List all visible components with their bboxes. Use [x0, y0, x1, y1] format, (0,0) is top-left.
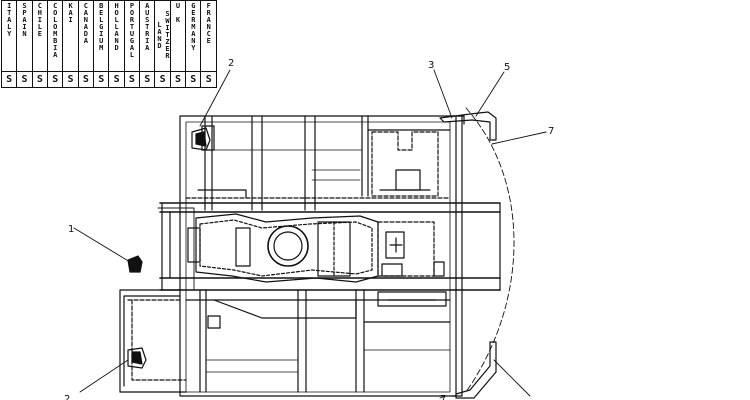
country-mark-cell: S	[47, 71, 64, 88]
country-mark-cell: S	[185, 71, 202, 88]
callout-1: 1	[68, 224, 74, 235]
chassis-frame	[119, 115, 501, 397]
rear-lamp-bracket-top	[439, 111, 497, 141]
country-header-cell: CHILE	[31, 0, 49, 72]
country-mark-cell: S	[16, 71, 33, 88]
top-lamp	[191, 127, 211, 151]
country-name: FRANCE	[204, 2, 213, 44]
country-name: GERMANY	[189, 2, 198, 51]
country-mark-cell: S	[31, 71, 49, 88]
upper-components	[197, 125, 439, 199]
country-header-cell: COLOMBIA	[47, 0, 64, 72]
country-mark-cell: S	[139, 71, 156, 88]
country-name: AUSTRIA	[143, 2, 152, 51]
front-lamp	[127, 255, 143, 273]
country-header-cell: SWITZER LAND	[154, 0, 172, 72]
callout-5: 5	[504, 62, 510, 73]
callout-2-top: 2	[228, 58, 234, 69]
country-mark-cell: S	[123, 71, 141, 88]
rear-swing-arc	[465, 107, 515, 393]
country-mark-cell: S	[93, 71, 110, 88]
leader-lines	[73, 69, 547, 399]
bottom-lamp	[127, 347, 147, 369]
country-name: BELGIUM	[97, 2, 106, 51]
country-name: U K	[173, 2, 182, 23]
country-name: CHILE	[35, 2, 44, 37]
country-mark-cell: S	[200, 71, 217, 88]
country-names-row: ITALY SPAIN CHILE COLOMBIA KAI CANADA BELGIUM H…	[0, 0, 217, 72]
country-name: SPAIN	[20, 2, 29, 37]
country-name: ITALY	[5, 2, 14, 37]
callout-7-top: 7	[548, 126, 554, 137]
engine-housing	[157, 207, 435, 291]
callout-7-bottom: 7	[440, 394, 446, 400]
lower-components	[127, 261, 447, 381]
country-name: HOLLAND	[112, 2, 121, 51]
country-name: KAI	[66, 2, 75, 23]
callout-2-bottom: 2	[64, 394, 70, 400]
country-applicability-table: ITALY SPAIN CHILE COLOMBIA KAI CANADA BELGIUM H…	[0, 0, 217, 88]
country-name: COLOMBIA	[51, 2, 60, 58]
country-name: SWITZER LAND	[155, 10, 172, 59]
country-name: PORTUGAL	[127, 2, 136, 58]
callout-3: 3	[428, 60, 434, 71]
country-name: CANADA	[81, 2, 90, 44]
